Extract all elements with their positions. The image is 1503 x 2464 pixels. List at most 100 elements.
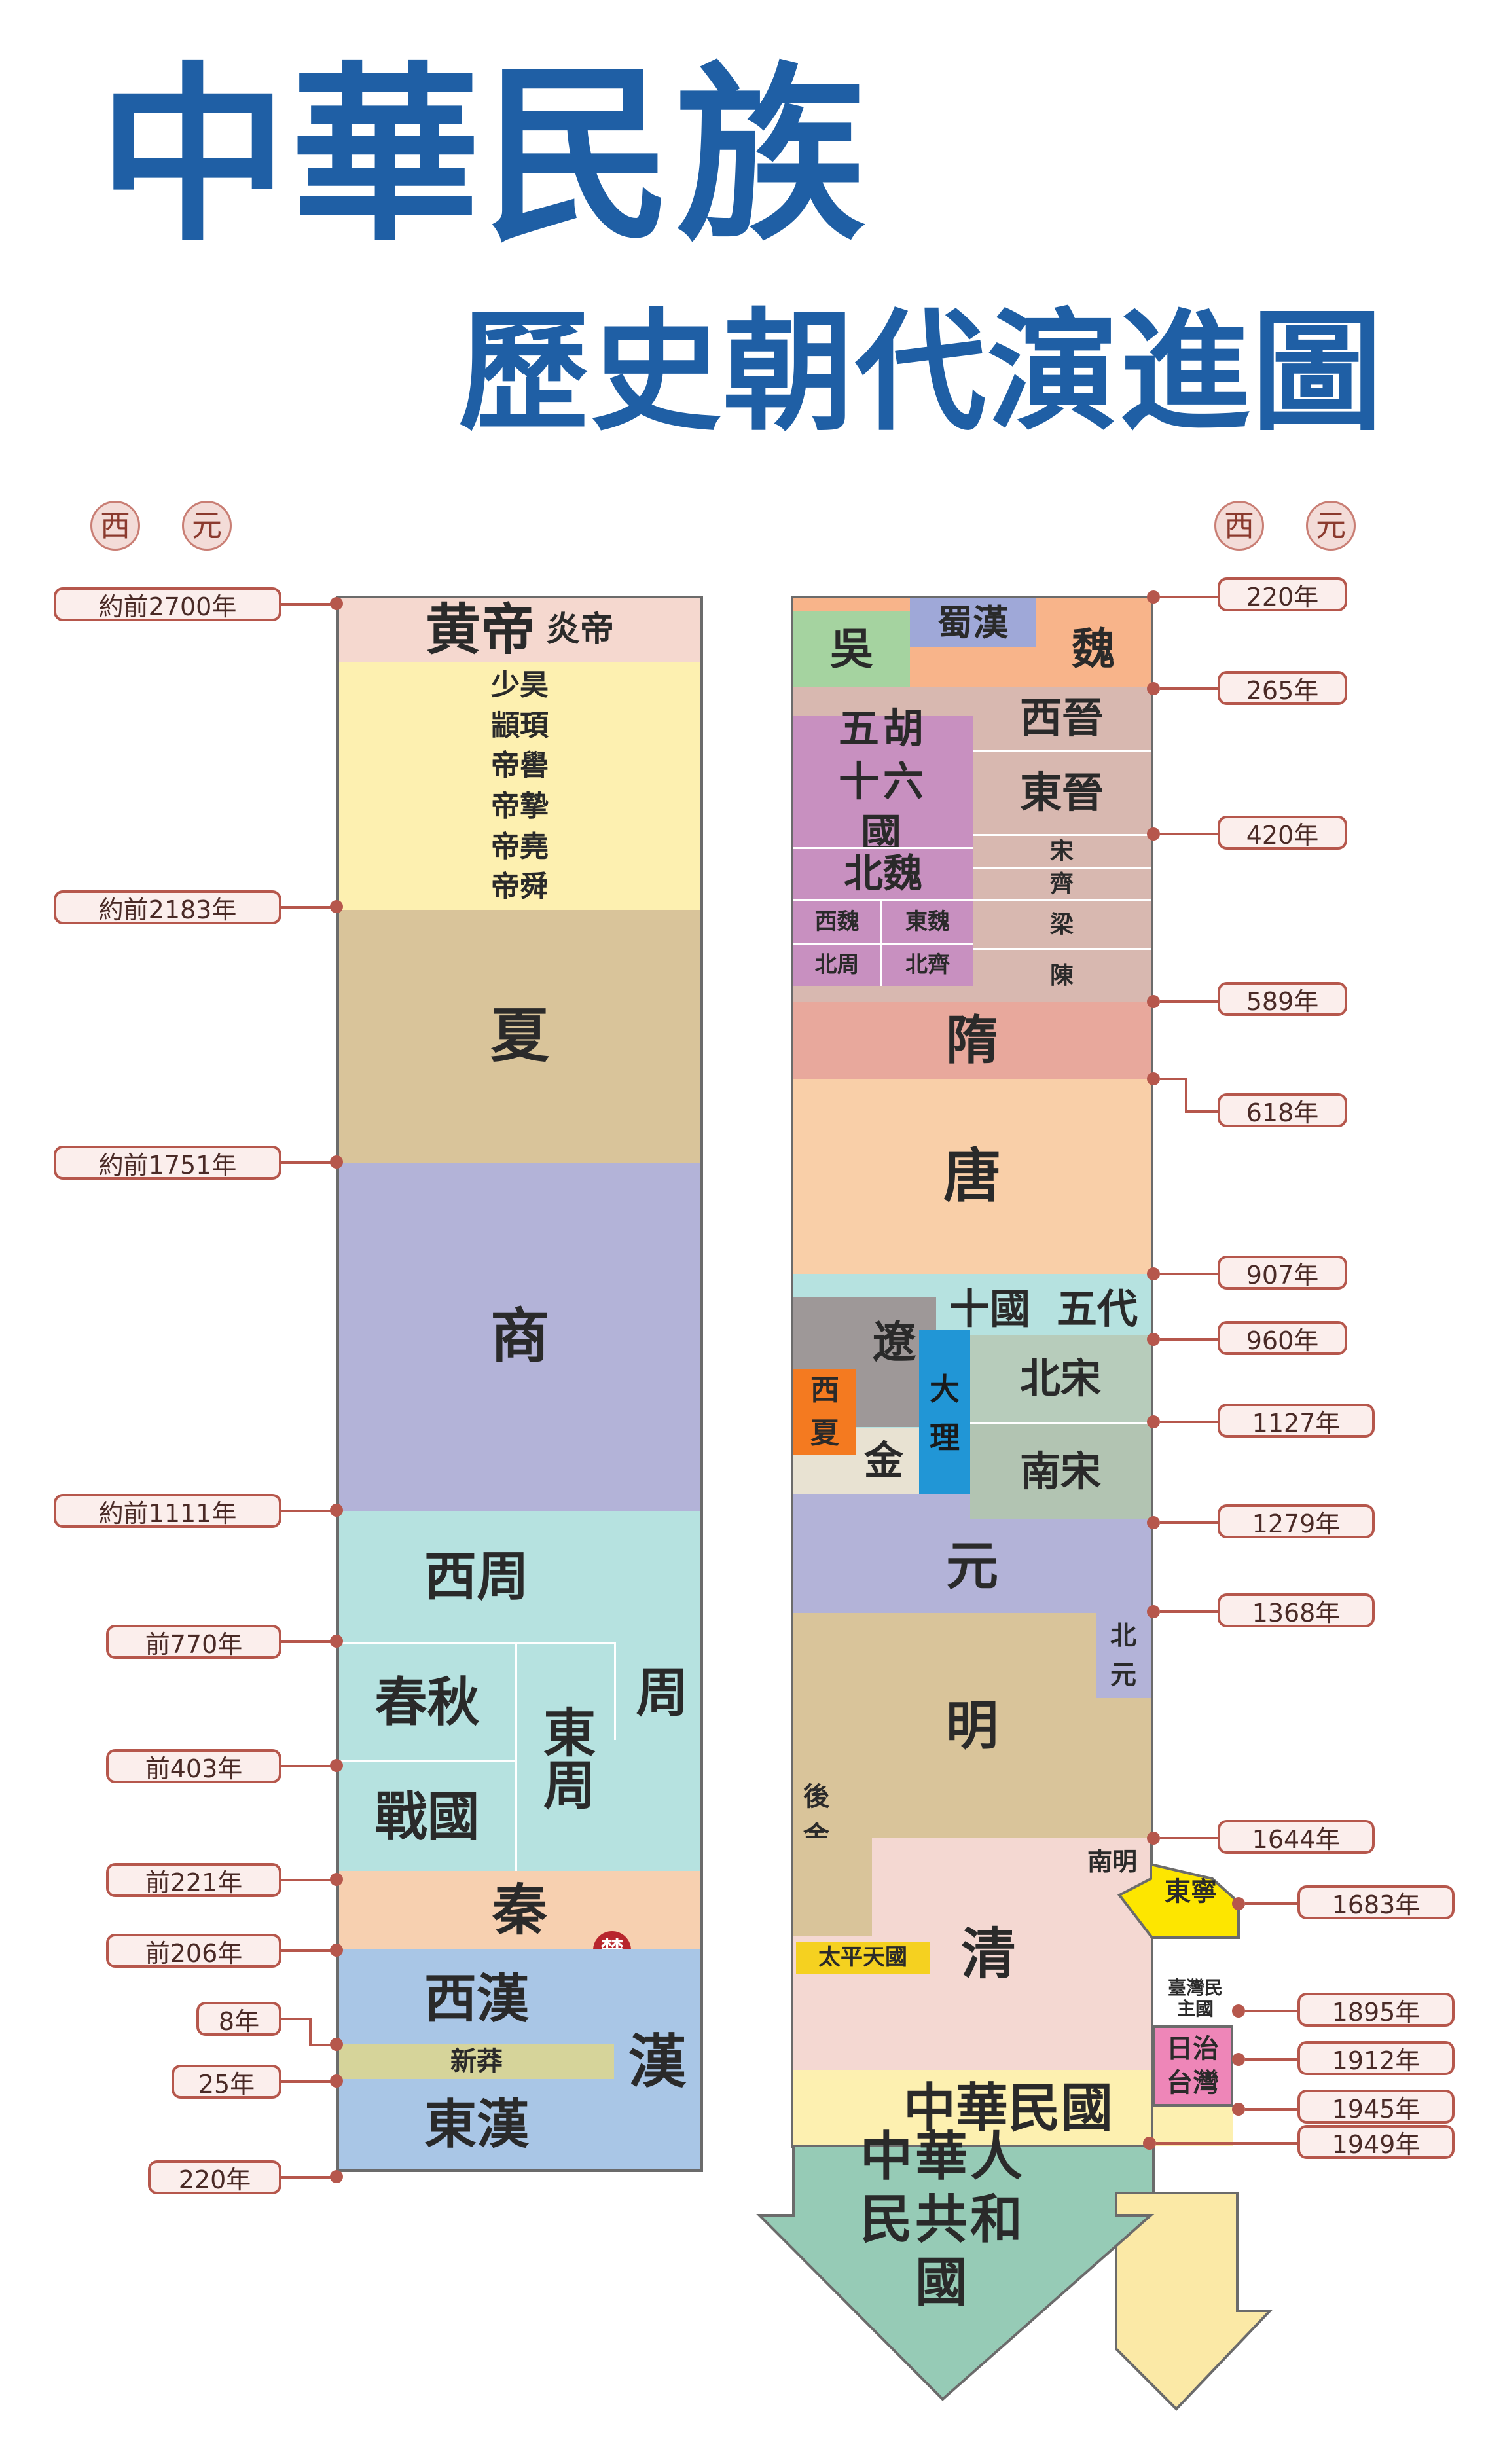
ten-five-row: 十國 五代 — [936, 1283, 1151, 1335]
roc-block: 中華民國 — [793, 2070, 1151, 2146]
year-dot — [1147, 1267, 1160, 1280]
year-dot — [1147, 1832, 1160, 1845]
qi-dyn-label: 齊 — [973, 867, 1151, 899]
year-dot — [1147, 590, 1160, 604]
year-dot — [1147, 1516, 1160, 1529]
year-leader — [1160, 1421, 1218, 1423]
year-pill: 1912年 — [1297, 2041, 1455, 2075]
northern-qi-block: 北齊 — [882, 943, 973, 986]
year-leader — [281, 2018, 310, 2020]
liao-label: 遼 — [873, 1316, 916, 1368]
xia-block: 夏 — [339, 910, 700, 1163]
song-dyn-label: 宋 — [973, 834, 1151, 867]
year-leader — [1245, 1902, 1297, 1905]
year-leader — [1245, 2058, 1297, 2061]
shu-han-block: 蜀漢 — [910, 598, 1036, 647]
year-dot — [330, 2038, 343, 2051]
year-leader — [309, 2018, 312, 2045]
year-pill: 前221年 — [106, 1863, 281, 1897]
han-label: 漢 — [628, 2027, 686, 2096]
northern-wei-block: 北魏 — [793, 847, 973, 899]
western-jin-label: 西晉 — [1020, 694, 1104, 744]
emperor-label: 帝摯 — [491, 789, 549, 823]
roc-extension — [1151, 2107, 1233, 2146]
emperor-label: 帝堯 — [491, 829, 549, 863]
qin-block: 秦 — [339, 1871, 700, 1949]
eastern-wei-block: 東魏 — [882, 899, 973, 943]
year-dot — [330, 2170, 343, 2183]
year-leader — [1160, 1000, 1218, 1003]
five-dynasties-label: 五代 — [1056, 1285, 1138, 1333]
year-leader — [1160, 1610, 1218, 1613]
yandi-label: 炎帝 — [546, 609, 615, 650]
year-leader — [1160, 687, 1218, 690]
year-leader — [1156, 2142, 1297, 2145]
taiwan-republic-block: 臺灣民主國 — [1159, 1977, 1232, 2020]
year-pill: 907年 — [1218, 1256, 1347, 1290]
era-circle-right-2: 元 — [1306, 501, 1356, 551]
year-leader — [1160, 833, 1218, 835]
year-dot — [1147, 1415, 1160, 1428]
year-pill: 約前1111年 — [54, 1494, 281, 1528]
year-pill: 960年 — [1218, 1321, 1347, 1355]
era-circle-left-1: 西 — [90, 501, 140, 551]
year-pill: 220年 — [1218, 577, 1347, 611]
tang-block: 唐 — [793, 1079, 1151, 1274]
year-dot — [1232, 2004, 1245, 2018]
qing-label: 清 — [960, 1921, 1016, 1986]
ming-block: 明 — [793, 1613, 1151, 1838]
jin-label: 金 — [864, 1438, 903, 1484]
year-leader — [281, 1640, 336, 1643]
year-leader — [281, 2176, 336, 2179]
emperor-label: 顓頊 — [491, 708, 549, 742]
spring-autumn-label: 春秋 — [339, 1642, 517, 1760]
xin-label: 新莽 — [339, 2044, 614, 2079]
eastern-han-label: 東漢 — [424, 2093, 529, 2155]
year-leader — [1160, 1273, 1218, 1275]
dali-block: 大理 — [919, 1330, 970, 1498]
year-leader — [1160, 1521, 1218, 1524]
year-pill: 1895年 — [1297, 1993, 1455, 2027]
zhou-label: 周 — [614, 1642, 700, 1740]
year-pill: 1949年 — [1297, 2125, 1455, 2159]
year-dot — [330, 900, 343, 913]
year-pill: 265年 — [1218, 671, 1347, 705]
year-leader — [1160, 1078, 1186, 1080]
year-pill: 約前2183年 — [54, 890, 281, 924]
year-dot — [330, 1873, 343, 1886]
year-pill: 420年 — [1218, 816, 1347, 850]
year-leader — [1160, 596, 1218, 598]
eastern-zhou-label: 東周 — [517, 1642, 614, 1871]
era-circle-left-2: 元 — [182, 501, 232, 551]
right-column-border — [791, 596, 1153, 2148]
taiping-block: 太平天國 — [796, 1942, 930, 1974]
northern-yuan-label: 北元 — [1110, 1620, 1136, 1690]
year-pill: 220年 — [148, 2160, 281, 2194]
year-leader — [281, 1765, 336, 1767]
year-dot — [330, 1155, 343, 1169]
chen-label: 陳 — [973, 948, 1151, 1002]
year-dot — [330, 597, 343, 610]
year-pill: 25年 — [172, 2065, 281, 2099]
year-leader — [309, 2044, 336, 2046]
shang-block: 商 — [339, 1163, 700, 1511]
ten-kingdoms-label: 十國 — [949, 1285, 1030, 1333]
year-dot — [1147, 827, 1160, 841]
western-zhou-label: 西周 — [424, 1546, 529, 1607]
warring-states-label: 戰國 — [339, 1760, 517, 1871]
year-pill: 約前1751年 — [54, 1146, 281, 1180]
five-emperors-block: 少昊 顓頊 帝嚳 帝摯 帝堯 帝舜 — [339, 662, 700, 910]
northern-zhou-block: 北周 — [793, 943, 882, 986]
dali-label: 大理 — [930, 1371, 960, 1455]
year-pill: 1127年 — [1218, 1404, 1375, 1438]
southern-song-block: 南宋 — [970, 1422, 1151, 1519]
year-pill: 618年 — [1218, 1093, 1347, 1127]
year-dot — [1147, 1605, 1160, 1618]
huangdi-label: 黄帝 — [425, 596, 535, 662]
year-pill: 前770年 — [106, 1625, 281, 1659]
sixteen-kingdoms-block: 五胡十六國 — [793, 704, 973, 858]
year-pill: 1644年 — [1218, 1820, 1375, 1854]
liang-label: 梁 — [973, 899, 1151, 948]
year-leader — [1160, 1338, 1218, 1341]
main-title: 中華民族 — [98, 46, 868, 267]
